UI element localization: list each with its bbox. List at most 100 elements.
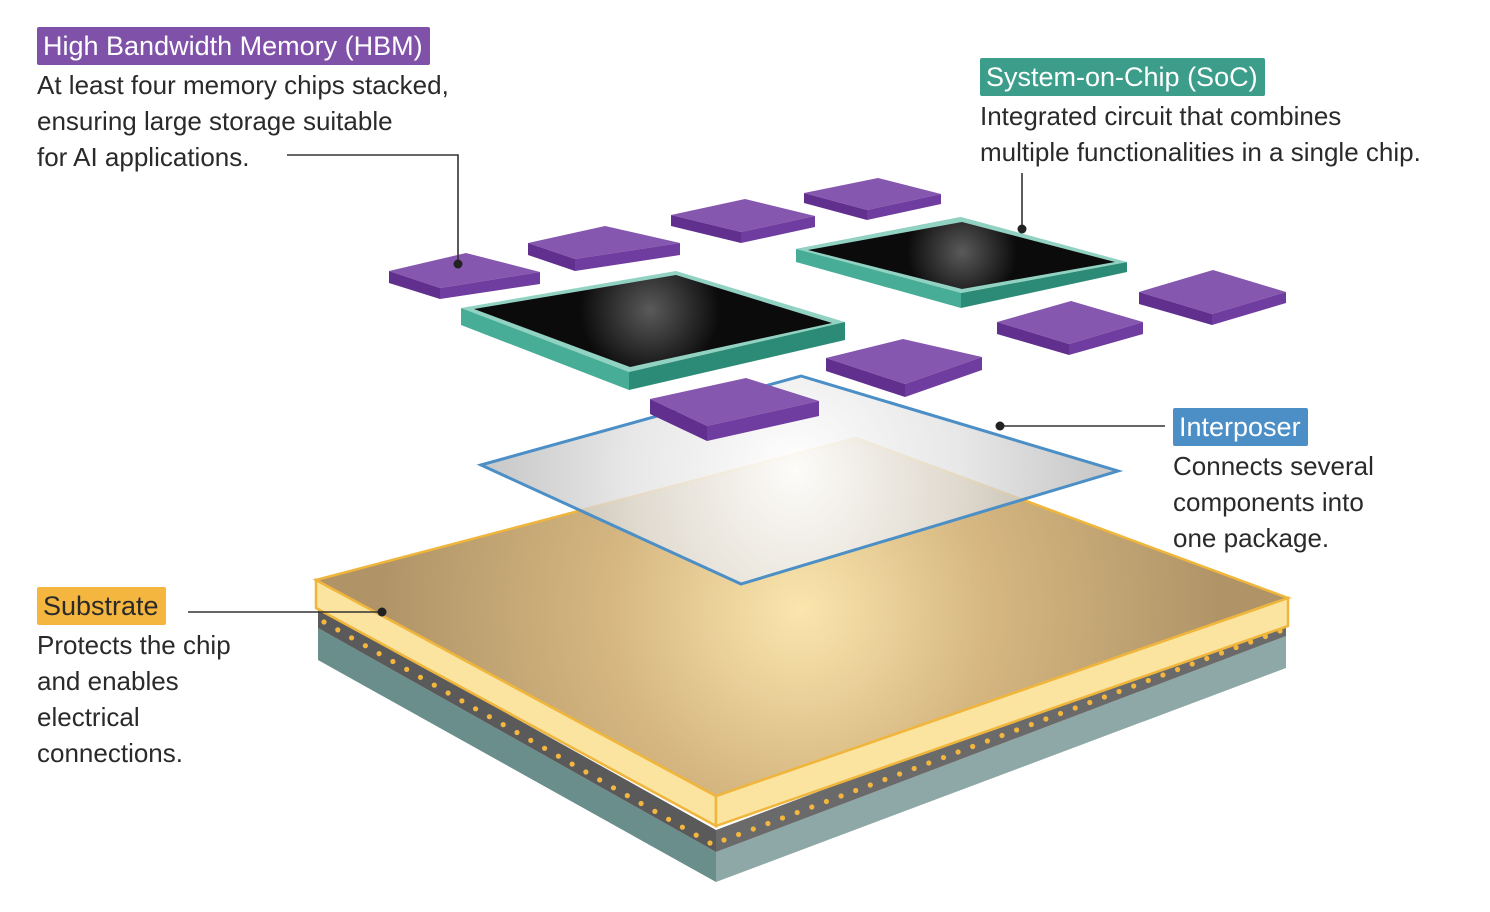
interposer-description-line: one package. [1173,523,1330,553]
substrate-description-line: electrical [37,702,140,732]
solder-ball [721,837,727,843]
soc-leader-dot [1017,224,1027,234]
solder-ball [999,732,1005,739]
solder-ball [1189,661,1195,667]
solder-ball [750,826,756,832]
hbm-description-line: for AI applications. [37,142,250,172]
solder-ball [911,765,917,772]
soc-die [808,222,1115,289]
hbm-leader-dot [453,259,463,269]
solder-ball [486,714,492,720]
hbm-description: At least four memory chips stacked, ensu… [37,67,449,175]
solder-ball [321,619,327,625]
hbm-chip [671,199,815,243]
solder-ball [376,651,382,657]
solder-ball [838,793,844,799]
solder-ball [555,753,562,759]
solder-ball [970,743,976,750]
solder-ball [707,840,713,846]
substrate-bottom-right-face [716,636,1286,882]
solder-ball [349,635,355,641]
solder-ball [882,776,888,783]
solder-ball [693,832,699,838]
solder-ball [404,666,410,673]
substrate-label: Substrate Protects the chip and enables … [37,587,231,771]
solder-ball [679,824,686,830]
hbm-chip [826,339,982,397]
solder-ball [1233,644,1239,651]
solder-ball [809,804,815,810]
interposer-description-line: components into [1173,487,1364,517]
solder-ball [823,798,830,805]
solder-ball [1116,688,1122,695]
solder-ball [514,729,520,736]
solder-ball [955,749,961,755]
solder-ball [1043,716,1049,722]
solder-ball [542,745,548,751]
solder-ball [779,815,786,821]
solder-ball [597,777,603,783]
interposer-description: Connects several components into one pac… [1173,448,1374,556]
solder-ball [666,816,672,822]
solder-ball [1175,666,1181,673]
substrate-leader-dot [377,607,387,617]
solder-ball [638,800,644,807]
solder-ball [940,754,947,761]
solder-ball [1131,683,1137,689]
hbm-label: High Bandwidth Memory (HBM) At least fou… [37,27,449,175]
interposer-leader-dot [995,421,1005,431]
soc-chip [796,217,1127,308]
hbm-title: High Bandwidth Memory (HBM) [37,27,430,65]
solder-ball [417,674,424,680]
solder-ball [528,737,534,744]
hbm-chip [389,253,540,299]
solder-ball [1160,672,1166,678]
solder-ball [853,787,859,794]
soc-description: Integrated circuit that combines multipl… [980,98,1421,170]
hbm-chip [528,226,680,271]
hbm-chip [1139,270,1286,325]
solder-ball [1014,727,1020,733]
solder-ball [583,769,589,775]
soc-description-line: multiple functionalities in a single chi… [980,137,1421,167]
solder-ball [1218,650,1225,656]
hbm-chip [997,301,1143,355]
solder-ball [897,771,903,777]
solder-ball [1028,721,1034,728]
solder-ball [1072,705,1078,711]
solder-ball [867,782,873,788]
solder-ball [984,738,991,744]
hbm-description-line: At least four memory chips stacked, [37,70,449,100]
solder-ball [1204,655,1210,662]
solder-ball [926,760,932,766]
solder-ball [610,785,617,791]
soc-title: System-on-Chip (SoC) [980,58,1265,96]
solder-ball [765,820,771,827]
soc-description-line: Integrated circuit that combines [980,101,1342,131]
solder-ball [1145,677,1151,684]
solder-ball [445,690,451,696]
solder-ball [500,722,506,728]
interposer-title: Interposer [1173,408,1308,446]
solder-ball [390,658,396,665]
hbm-description-line: ensuring large storage suitable [37,106,393,136]
hbm-chip [804,178,941,220]
substrate-description-line: connections. [37,738,183,768]
substrate-description: Protects the chip and enables electrical… [37,627,231,771]
soc-chip [461,271,845,390]
interposer-label: Interposer Connects several components i… [1173,408,1374,556]
soc-label: System-on-Chip (SoC) Integrated circuit … [980,58,1421,170]
substrate-description-line: Protects the chip [37,630,231,660]
solder-ball [459,698,465,704]
solder-ball [736,831,742,838]
substrate-bottom-left-face [318,628,716,882]
solder-ball [624,793,630,799]
hbm-chip [650,378,819,441]
solder-ball [431,682,437,688]
solder-ball-row [321,619,1283,846]
interposer-description-line: Connects several [1173,451,1374,481]
solder-ball [362,643,368,649]
solder-ball [569,761,575,767]
solder-ball [652,808,658,815]
